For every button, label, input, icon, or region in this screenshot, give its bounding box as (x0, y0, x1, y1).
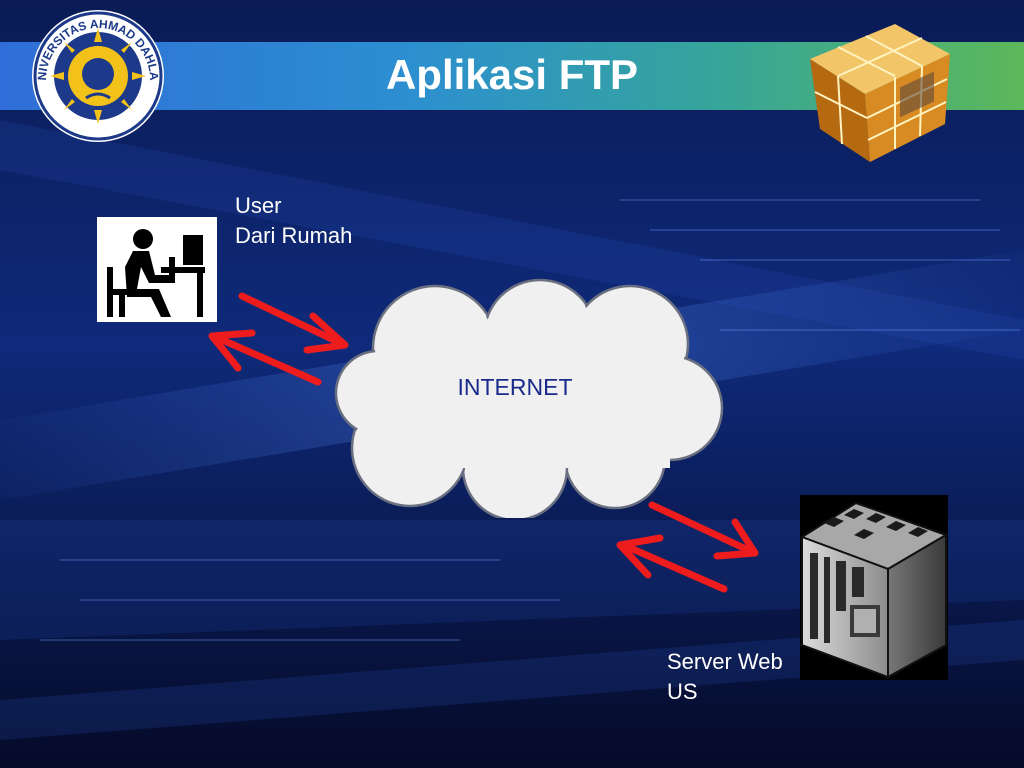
user-label: User Dari Rumah (235, 191, 352, 251)
photo-cube-decoration (810, 24, 950, 162)
user-label-line2: Dari Rumah (235, 223, 353, 248)
server-label-line1: Server Web (667, 649, 783, 674)
server-label: Server Web US (667, 647, 783, 707)
server-label-line2: US (667, 679, 698, 704)
university-logo: UNIVERSITAS AHMAD DAHLAN (30, 8, 164, 142)
slide-title: Aplikasi FTP (385, 51, 639, 98)
user-label-line1: User (235, 193, 282, 218)
user-computer-icon (97, 217, 217, 322)
internet-cloud (334, 278, 724, 518)
server-icon (799, 495, 949, 680)
internet-label: INTERNET (457, 374, 573, 400)
